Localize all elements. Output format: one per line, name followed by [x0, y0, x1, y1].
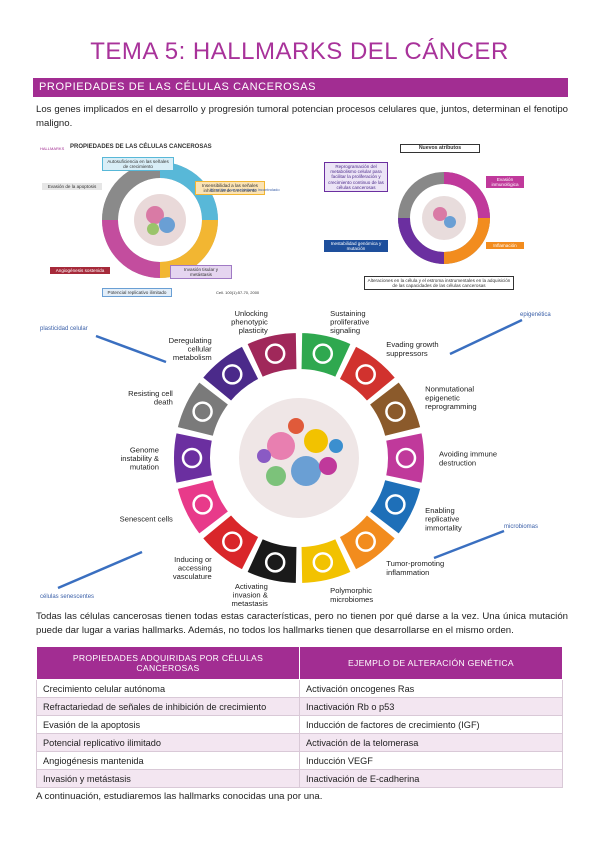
wheel-segment [383, 430, 426, 486]
table-cell: Potencial replicativo ilimitado [36, 733, 300, 752]
table-cell: Invasión y metástasis [36, 769, 300, 788]
table-cell: Angiogénesis mantenida [36, 751, 300, 770]
new-attributes-wheel [398, 172, 490, 264]
paragraph-two: Todas las células cancerosas tienen toda… [36, 611, 568, 636]
arrow [57, 550, 143, 590]
new-attributes-figure: Nuevos atributos Reprogramación del meta… [318, 140, 524, 300]
hallmark-icon [312, 552, 334, 573]
wheel-segment [175, 379, 231, 439]
figure-title: PROPIEDADES DE LAS CÉLULAS CANCEROSAS [70, 144, 212, 150]
figure-corner-label: HALLMARKS [40, 146, 65, 151]
figure-item: Invasión tisular y metástasis [170, 265, 232, 280]
hallmark-icon [222, 531, 243, 552]
hallmark-icon [355, 531, 376, 552]
wheel-segment [299, 536, 354, 585]
figure-item: Inflamación [486, 242, 524, 250]
wheel-segments [172, 331, 426, 585]
wheel-segment [244, 331, 299, 380]
hallmark-icon [222, 364, 243, 385]
note-microbiomes: microbiomas [504, 524, 538, 530]
hallmark-icon [312, 343, 334, 364]
wheel-segment [299, 331, 354, 380]
arrow [433, 529, 505, 560]
wheel-segment [200, 512, 261, 572]
table-cell: Evasión de la apoptosis [36, 715, 300, 734]
table-header: PROPIEDADES ADQUIRIDAS POR CÉLULAS CANCE… [36, 646, 300, 680]
hallmark-icon [395, 447, 417, 469]
arrow [449, 318, 523, 356]
table-cell: Inducción de factores de crecimiento (IG… [299, 715, 563, 734]
wheel-segment [337, 344, 398, 404]
wheel-segment [337, 512, 398, 572]
figure-item: Insensibilidad a las señales inhibitoria… [195, 181, 265, 196]
hallmark-icon [192, 401, 213, 422]
table-row: Refractariedad de señales de inhibición … [36, 697, 563, 716]
new-attributes-label: Nuevos atributos [400, 144, 480, 154]
hallmark-icon [355, 364, 376, 385]
closing-paragraph: A continuación, estudiaremos las hallmar… [36, 791, 323, 802]
wheel-segment [367, 379, 423, 439]
figure-item: Evasión inmunológica [486, 176, 524, 189]
wheel-label: Senescent cells [120, 515, 173, 524]
wheel-segment [200, 344, 261, 404]
note-plasticity: plasticidad celular [40, 326, 88, 332]
table-cell: Activación oncogenes Ras [299, 679, 563, 698]
figure-item: Autosuficiencia en las señales de crecim… [102, 157, 174, 172]
page-title: TEMA 5: HALLMARKS DEL CÁNCER [90, 38, 509, 65]
table-cell: Crecimiento celular autónoma [36, 679, 300, 698]
table-cell: Refractariedad de señales de inhibición … [36, 697, 300, 716]
hallmark-icon [264, 552, 286, 573]
section-heading: PROPIEDADES DE LAS CÉLULAS CANCEROSAS [33, 78, 568, 97]
figure-item: Evasión de la apoptosis [42, 183, 102, 191]
hallmarks-2000-figure: HALLMARKS PROPIEDADES DE LAS CÉLULAS CAN… [40, 143, 280, 298]
hallmark-icon [192, 494, 213, 515]
note-epigenetics: epigenética [520, 312, 551, 318]
table-cell: Inactivación de E-cadherina [299, 769, 563, 788]
properties-table: PROPIEDADES ADQUIRIDAS POR CÉLULAS CANCE… [36, 646, 563, 788]
hallmark-icon [264, 343, 286, 364]
table-header: EJEMPLO DE ALTERACIÓN GENÉTICA [299, 646, 563, 680]
hallmark-icon [385, 401, 406, 422]
intro-paragraph: Los genes implicados en el desarrollo y … [36, 104, 568, 129]
wheel-segment [244, 536, 299, 585]
hallmark-icon [385, 494, 406, 515]
figure-caption: Alteraciones en la célula y el estroma i… [364, 276, 514, 291]
figure-side-note: ej: se tira a un crecimiento incontrolad… [210, 187, 280, 192]
table-cell: Inducción VEGF [299, 751, 563, 770]
arrow [95, 334, 167, 364]
tumor-cell-cluster [239, 398, 359, 518]
hallmark-icon [181, 447, 203, 469]
wheel-segment [367, 477, 423, 537]
figure-item: Reprogramación del metabolismo celular p… [324, 162, 388, 193]
table-cell: Inactivación Rb o p53 [299, 697, 563, 716]
wheel-segment [172, 430, 215, 486]
note-senescent: células senescentes [40, 594, 94, 600]
table-cell: Activación de la telomerasa [299, 733, 563, 752]
figure-item: Potencial replicativo ilimitado [102, 288, 172, 298]
figure-citation: Cell. 100(1):57-70, 2000 [216, 290, 260, 295]
wheel-segment [175, 477, 231, 537]
figure-item: Inestabilidad genómica y mutación [324, 240, 388, 253]
figure-item: Angiogénesis sostenida [50, 267, 110, 275]
